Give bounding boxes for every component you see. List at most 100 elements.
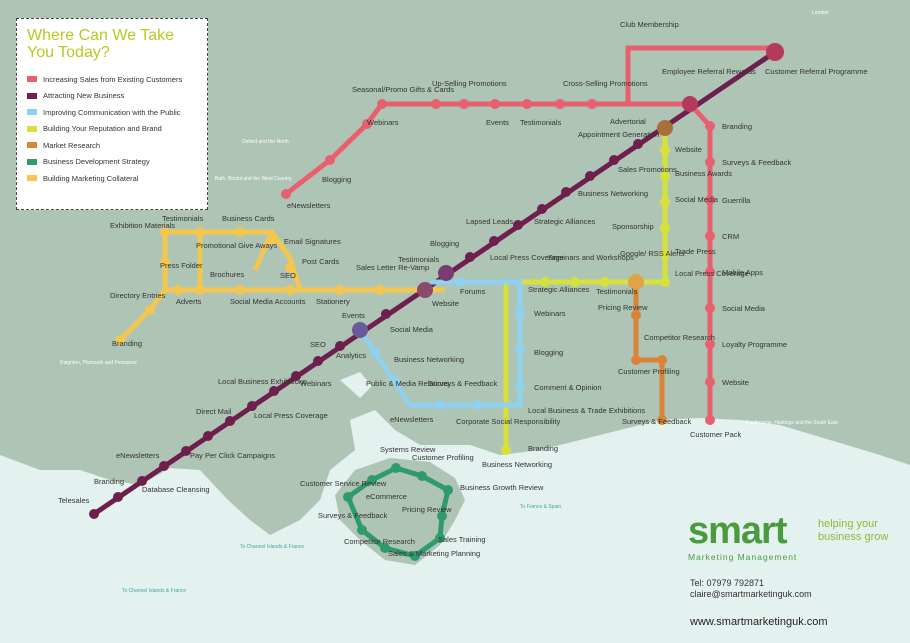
station-customer-referral: Customer Referral Programme — [765, 67, 868, 76]
station-branding-b: Branding — [528, 444, 558, 453]
station-testimonials-p: Testimonials — [398, 255, 440, 264]
station-blogging-r: Blogging — [322, 175, 351, 184]
legend-label: Attracting New Business — [43, 91, 125, 101]
stations-communication — [370, 277, 525, 410]
label-bath: Bath, Bristol and the West Country — [215, 176, 292, 182]
legend-item: Attracting New Business — [27, 88, 197, 105]
station-webinars-b: Webinars — [534, 309, 566, 318]
label-channel-2: To Channel Islands & France — [122, 588, 186, 594]
station-business-cards: Business Cards — [222, 214, 275, 223]
stations-market-research — [631, 310, 667, 425]
station-competitor-research-g: Competitor Research — [344, 537, 415, 546]
station-sales-training: Sales Training — [438, 535, 486, 544]
station-strategic-alliances-p: Strategic Alliances — [534, 217, 596, 226]
station-seo-p: SEO — [310, 340, 326, 349]
line-marketing-collateral — [118, 229, 445, 342]
station-directory: Directory Entries — [110, 291, 166, 300]
logo-wordmark: smart — [688, 510, 788, 552]
station-customer-profiling-g: Customer Profiling — [412, 453, 474, 462]
station-business-networking-b: Business Networking — [394, 355, 464, 364]
station-customer-profiling-o: Customer Profiling — [618, 367, 680, 376]
legend-item: Business Development Strategy — [27, 154, 197, 171]
station-blogging-p: Blogging — [430, 239, 459, 248]
station-promotional: Promotional Give Aways — [196, 241, 277, 250]
contact-block: Tel: 07979 792871 claire@smartmarketingu… — [690, 578, 812, 600]
station-post-cards: Post Cards — [302, 257, 339, 266]
station-csr: Corporate Social Responsibility — [456, 417, 560, 426]
station-business-networking-p: Business Networking — [578, 189, 648, 198]
website-link[interactable]: www.smartmarketinguk.com — [690, 616, 828, 628]
station-events-p: Events — [342, 311, 365, 320]
station-seo-c: SEO — [280, 271, 296, 280]
brand-tagline: helping your business grow — [818, 518, 889, 543]
station-exhibition-materials: Exhibition Materials — [110, 221, 175, 230]
station-club-membership: Club Membership — [620, 20, 679, 29]
station-social-media-b: Social Media — [390, 325, 434, 334]
station-surveys-r: Surveys & Feedback — [722, 158, 791, 167]
legend-swatch — [27, 175, 37, 182]
station-enewsletters-r: eNewsletters — [287, 201, 331, 210]
station-guerrilla: Guerrilla — [722, 196, 751, 205]
station-business-networking-b2: Business Networking — [482, 460, 552, 469]
station-lapsed-leads: Lapsed Leads — [466, 217, 513, 226]
station-surveys-b: Surveys & Feedback — [428, 379, 497, 388]
contact-email[interactable]: claire@smartmarketinguk.com — [690, 589, 812, 599]
station-strategic-alliances-b: Strategic Alliances — [528, 285, 590, 294]
station-branding-c: Branding — [112, 339, 142, 348]
station-mobile-apps: Mobile Apps — [722, 268, 763, 277]
station-social-media-r: Social Media — [722, 304, 766, 313]
legend-title: Where Can We Take You Today? — [27, 27, 175, 61]
station-brochures: Brochures — [210, 270, 244, 279]
station-comment: Comment & Opinion — [534, 383, 602, 392]
station-pricing-review-o: Pricing Review — [598, 303, 648, 312]
legend-swatch — [27, 158, 37, 165]
station-loyalty: Loyalty Programme — [722, 340, 787, 349]
station-stationery: Stationery — [316, 297, 350, 306]
station-database: Database Cleansing — [142, 485, 210, 494]
station-website-p: Website — [432, 299, 459, 308]
station-local-press-p: Local Press Coverage — [254, 411, 328, 420]
station-pricing-review-g: Pricing Review — [402, 505, 452, 514]
brand-logo: smart Marketing Management helping your … — [688, 510, 888, 562]
legend-label: Improving Communication with the Public — [43, 107, 181, 117]
legend-item: Building Your Reputation and Brand — [27, 121, 197, 138]
station-surveys-o: Surveys & Feedback — [622, 417, 691, 426]
station-surveys-g: Surveys & Feedback — [318, 511, 387, 520]
station-local-business-exh-p: Local Business Exhibitions — [218, 377, 307, 386]
station-webinars-p: Webinars — [300, 379, 332, 388]
station-sales-letter: Sales Letter Re-Vamp — [356, 263, 429, 272]
legend-swatch — [27, 109, 37, 116]
station-press-folder: Press Folder — [160, 261, 203, 270]
legend-item: Market Research — [27, 137, 197, 154]
station-labels: Club Membership Employee Referral Reward… — [58, 20, 868, 558]
legend-label: Building Your Reputation and Brand — [43, 124, 162, 134]
station-sales-promotions: Sales Promotions — [618, 165, 677, 174]
bay — [340, 372, 372, 398]
legend-swatch — [27, 92, 37, 99]
station-crm: CRM — [722, 232, 739, 241]
station-seminars: Seminars and Workshops — [548, 253, 634, 262]
legend-item: Building Marketing Collateral — [27, 170, 197, 187]
station-trade-press: Trade Press — [675, 247, 716, 256]
station-local-press-y: Local Press Coverage — [675, 269, 749, 278]
station-adverts: Adverts — [176, 297, 202, 306]
label-eastbourne: Eastbourne, Hastings and the South East — [746, 420, 838, 426]
station-sponsorship: Sponsorship — [612, 222, 654, 231]
legend-swatch — [27, 125, 37, 132]
station-social-media-y: Social Media — [675, 195, 719, 204]
sea — [0, 410, 910, 643]
station-telesales: Telesales — [58, 496, 90, 505]
stations-business-development — [343, 463, 453, 561]
station-enewsletters-p: eNewsletters — [116, 451, 160, 460]
legend-item: Increasing Sales from Existing Customers — [27, 71, 197, 88]
station-seasonal: Seasonal/Promo Gifts & Cards — [352, 85, 454, 94]
station-employee-referral: Employee Referral Rewards — [662, 67, 756, 76]
legend-item: Improving Communication with the Public — [27, 104, 197, 121]
station-sales-marketing: Sales & Marketing Planning — [388, 549, 480, 558]
station-google-rss: Google/ RSS Alerts — [620, 249, 685, 258]
station-appointment: Appointment Generation — [578, 130, 659, 139]
legend-label: Market Research — [43, 140, 101, 150]
station-testimonials-y: Testimonials — [596, 287, 638, 296]
legend-list: Increasing Sales from Existing Customers… — [27, 71, 197, 187]
